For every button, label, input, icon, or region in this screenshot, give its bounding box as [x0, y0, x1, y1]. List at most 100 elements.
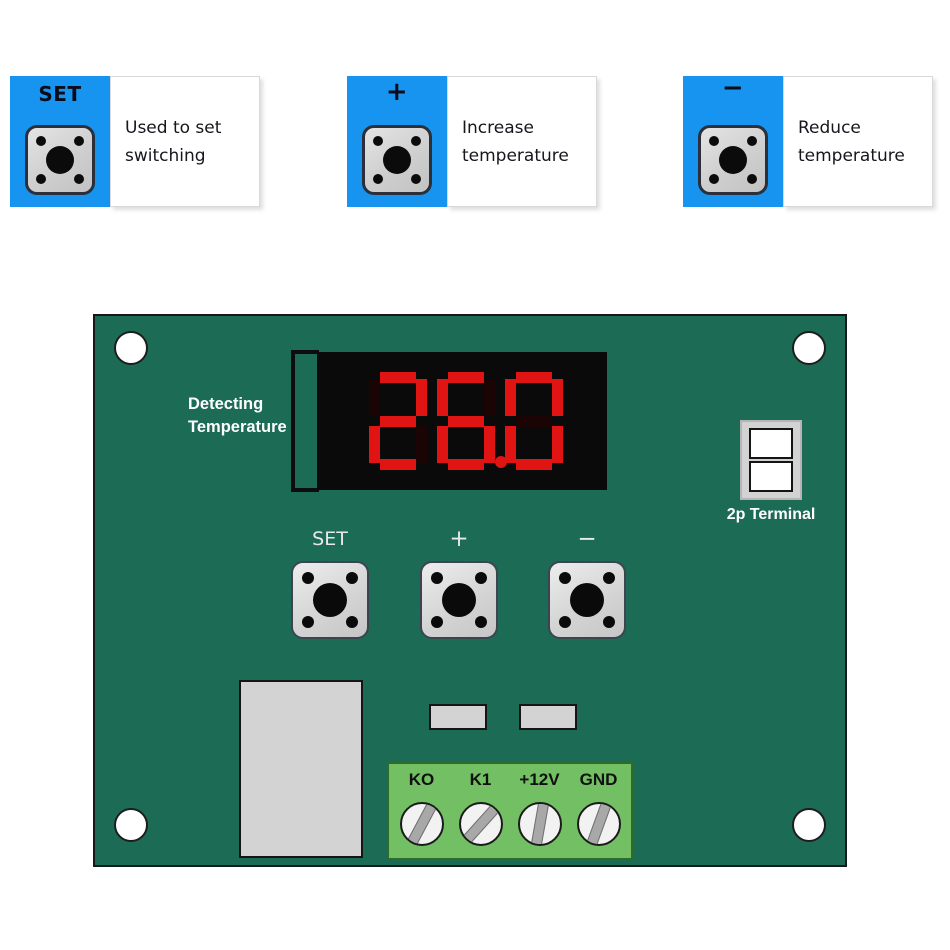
segment-decimal-point: [495, 456, 507, 468]
pcb-button-plus[interactable]: [420, 561, 498, 639]
seven-segment-digit: [369, 372, 427, 470]
segment-f: [505, 379, 516, 416]
switch-pin-icon: [74, 174, 84, 184]
screw-cell: [510, 802, 569, 846]
switch-pin-icon: [603, 616, 615, 628]
screw-terminal-label-ko: KO: [408, 770, 435, 789]
segment-c: [552, 426, 563, 463]
segment-f: [369, 379, 380, 416]
mounting-hole-icon: [114, 808, 148, 842]
segment-g: [380, 416, 416, 427]
terminal-screw-12v[interactable]: [517, 802, 562, 846]
legend-symbol-set: SET: [38, 82, 82, 106]
tactile-switch-icon: [362, 125, 432, 195]
legend-desc-line-2: temperature: [798, 145, 905, 166]
legend-desc-plus: Increase temperature: [447, 76, 597, 207]
switch-pin-icon: [747, 136, 757, 146]
switch-pin-icon: [373, 174, 383, 184]
mounting-hole-icon: [792, 331, 826, 365]
switch-pin-icon: [373, 136, 383, 146]
detecting-label-line-2: Temperature: [188, 418, 287, 436]
tactile-switch-icon: [25, 125, 95, 195]
terminal-screw-k1[interactable]: [458, 802, 503, 846]
segment-e: [505, 426, 516, 463]
screw-terminal-block: KO K1 +12V GND: [387, 762, 633, 860]
legend-symbol-plus: +: [385, 77, 409, 107]
switch-pin-icon: [431, 616, 443, 628]
display-bracket-icon: [291, 350, 319, 492]
pcb-board: Detecting Temperature: [93, 314, 847, 867]
switch-pin-icon: [559, 616, 571, 628]
legend-desc-minus: Reduce temperature: [783, 76, 933, 207]
legend-row: SET Used to set switching +: [0, 0, 950, 260]
smd-component: [519, 704, 577, 730]
legend-desc-line-2: temperature: [462, 145, 569, 166]
switch-pin-icon: [475, 616, 487, 628]
terminal-2p-slot: [749, 428, 793, 459]
screw-terminal-label-k1: K1: [469, 770, 492, 789]
terminal-2p-label: 2p Terminal: [726, 506, 816, 523]
switch-plunger-icon: [442, 583, 476, 617]
mounting-hole-icon: [114, 331, 148, 365]
switch-pin-icon: [36, 136, 46, 146]
legend-desc-line-1: Increase: [462, 117, 534, 138]
pcb-button-label-minus: −: [577, 526, 597, 552]
screw-cell: [392, 802, 451, 846]
switch-plunger-icon: [719, 146, 747, 174]
tactile-switch-icon: [698, 125, 768, 195]
pcb-button-minus[interactable]: [548, 561, 626, 639]
segment-a: [516, 372, 552, 383]
screw-slot-icon: [528, 804, 551, 844]
switch-pin-icon: [411, 174, 421, 184]
screw-terminal-labels: KO K1 +12V GND: [392, 767, 628, 793]
legend-desc-line-2: switching: [125, 145, 206, 166]
legend-desc-line-1: Reduce: [798, 117, 861, 138]
segment-c: [484, 426, 495, 463]
switch-plunger-icon: [570, 583, 604, 617]
detecting-label-line-1: Detecting: [188, 395, 264, 413]
segment-c: [416, 426, 427, 463]
pcb-button-set[interactable]: [291, 561, 369, 639]
switch-pin-icon: [475, 572, 487, 584]
pcb-button-group-plus: +: [420, 528, 498, 639]
segment-d: [380, 459, 416, 470]
legend-card-plus: + Increase temperature: [347, 76, 597, 207]
screw-terminal-screws: [392, 793, 628, 855]
screw-terminal-label-gnd: GND: [579, 770, 618, 789]
switch-plunger-icon: [313, 583, 347, 617]
legend-icon-tile-minus: −: [683, 73, 783, 207]
screw-cell: [569, 802, 628, 846]
switch-plunger-icon: [383, 146, 411, 174]
segment-decimal-point: [563, 456, 575, 468]
switch-pin-icon: [302, 572, 314, 584]
switch-plunger-icon: [46, 146, 74, 174]
pcb-button-group-minus: −: [548, 528, 626, 639]
terminal-2p-group: 2p Terminal: [713, 420, 829, 524]
legend-symbol-minus: −: [721, 73, 745, 103]
terminal-screw-ko[interactable]: [399, 802, 444, 846]
segment-b: [484, 379, 495, 416]
pcb-button-label-plus: +: [449, 526, 469, 552]
relay-component: [239, 680, 363, 858]
legend-icon-tile-plus: +: [347, 76, 447, 207]
segment-g: [516, 416, 552, 427]
led-display-panel: [317, 352, 607, 490]
seven-segment-digit: [437, 372, 507, 470]
segment-e: [369, 426, 380, 463]
detecting-temperature-label: Detecting Temperature: [188, 393, 288, 439]
segment-a: [448, 372, 484, 383]
terminal-screw-gnd[interactable]: [576, 802, 621, 846]
screw-slot-icon: [402, 804, 441, 844]
legend-card-set: SET Used to set switching: [10, 76, 260, 207]
switch-pin-icon: [431, 572, 443, 584]
mounting-hole-icon: [792, 808, 826, 842]
switch-pin-icon: [346, 616, 358, 628]
screw-slot-icon: [460, 804, 501, 844]
legend-icon-tile-set: SET: [10, 76, 110, 207]
segment-d: [448, 459, 484, 470]
screw-slot-icon: [583, 804, 614, 844]
screw-terminal-label-12v: +12V: [519, 770, 560, 789]
switch-pin-icon: [559, 572, 571, 584]
legend-card-minus: − Reduce temperature: [683, 73, 933, 207]
segment-f: [437, 379, 448, 416]
